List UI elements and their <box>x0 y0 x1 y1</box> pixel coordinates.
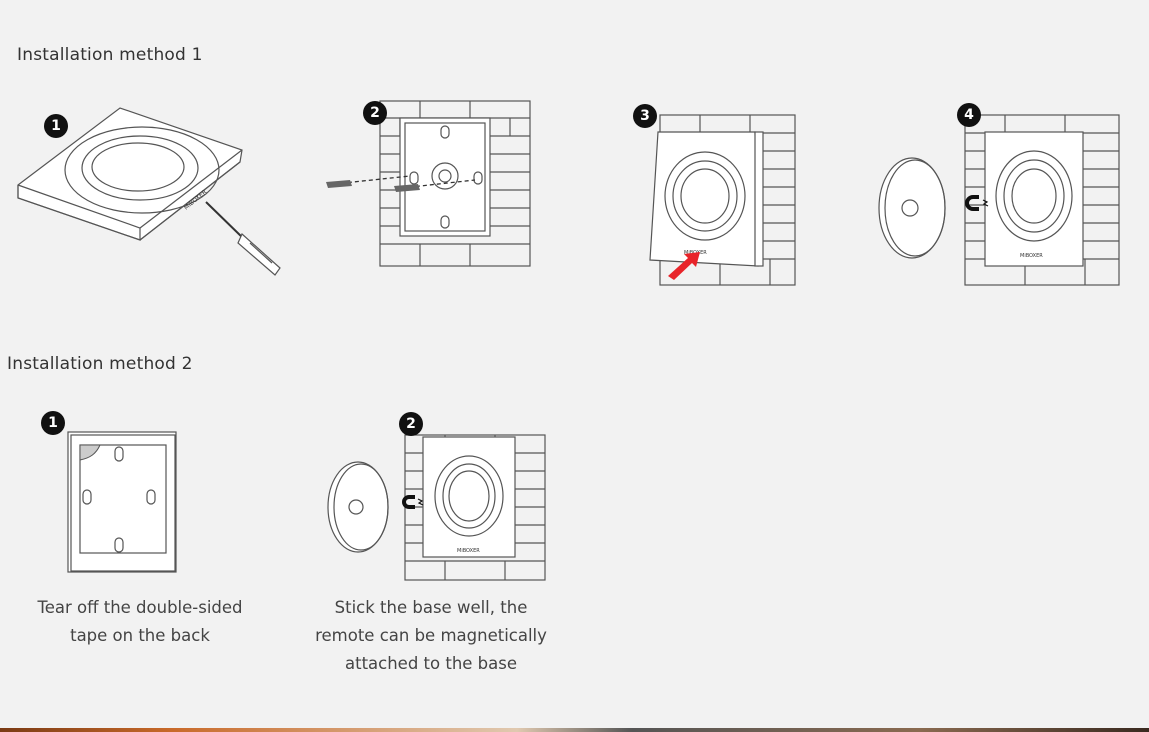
method-2-heading: Installation method 2 <box>7 354 193 374</box>
step-badge: 3 <box>633 104 657 128</box>
base-screws-illustration <box>326 100 531 267</box>
step-badge: 4 <box>957 103 981 127</box>
method-2-step-2: MiBOXER 2 <box>325 410 555 585</box>
method-1-step-4: MiBOXER 4 <box>875 100 1125 290</box>
magnet-icon <box>965 195 989 211</box>
step-badge: 2 <box>363 101 387 125</box>
method-1-heading: Installation method 1 <box>17 45 203 65</box>
method-1-step-1: MiBOXER 1 <box>10 100 290 285</box>
screw-icon <box>326 175 476 192</box>
method-1-step-2: 2 <box>320 96 540 271</box>
caption-line: tape on the back <box>70 626 210 645</box>
brand-label: MiBOXER <box>457 548 480 554</box>
screwdriver-icon <box>205 201 281 276</box>
base-tape-illustration <box>67 431 177 573</box>
method-2-step-2-caption: Stick the base well, the remote can be m… <box>290 594 572 678</box>
bottom-image-strip <box>0 728 1149 732</box>
step-badge: 2 <box>399 412 423 436</box>
method-2-step-1-caption: Tear off the double-sided tape on the ba… <box>10 594 270 650</box>
method-2-step-1: 1 <box>40 410 190 580</box>
method-1-step-3: MiBOXER 3 <box>630 100 800 290</box>
push-arrow-icon <box>668 252 700 280</box>
caption-line: Stick the base well, the <box>334 598 528 617</box>
remote-attach-illustration: MiBOXER <box>878 114 1120 286</box>
step-badge: 1 <box>41 411 65 435</box>
brand-label: MiBOXER <box>1020 253 1043 259</box>
remote-attach-illustration: MiBOXER <box>327 434 546 581</box>
caption-line: attached to the base <box>344 654 518 673</box>
panel-mount-illustration: MiBOXER <box>649 114 796 286</box>
magnet-icon <box>402 495 424 509</box>
panel-screwdriver-illustration: MiBOXER <box>17 107 281 276</box>
step-badge: 1 <box>44 114 68 138</box>
caption-line: remote can be magnetically <box>315 626 547 645</box>
caption-line: Tear off the double-sided <box>37 598 243 617</box>
